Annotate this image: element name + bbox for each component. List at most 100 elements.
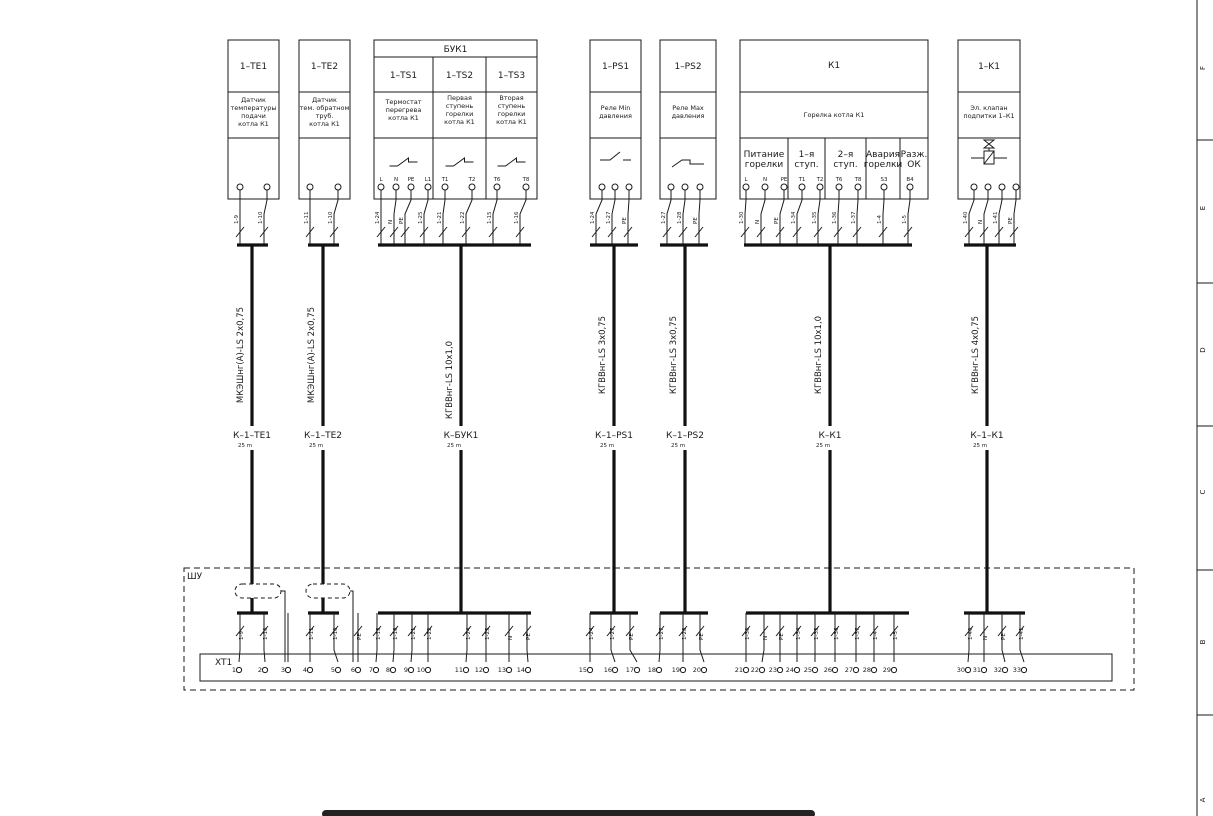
cable-length: 25 m <box>973 443 987 449</box>
xt-terminal <box>424 666 432 674</box>
terminal-wire <box>392 613 395 663</box>
xt-wire-label: N <box>983 636 989 640</box>
device-terminal <box>493 183 501 191</box>
cable-length: 25 m <box>238 443 252 449</box>
device-wire <box>682 190 686 245</box>
device-terminal <box>854 183 862 191</box>
device-desc-line: подпитки 1–К1 <box>963 112 1014 120</box>
xt-terminal-number: 28 <box>863 666 871 674</box>
grid-letter: D <box>1199 347 1207 352</box>
wire-label: N <box>388 220 394 224</box>
wire-slash <box>979 625 989 637</box>
wire-slash <box>623 226 633 238</box>
xt-terminal <box>284 666 292 674</box>
wire-label: 1-40 <box>963 211 969 224</box>
device-wire <box>595 190 603 245</box>
xt-wire-label: 1-10 <box>333 627 339 640</box>
device-wire <box>856 190 859 245</box>
xt-wire-label: 1-24 <box>466 627 472 640</box>
xt-terminal-number: 5 <box>331 666 335 674</box>
xt-terminal <box>505 666 513 674</box>
pin-label: T8 <box>854 177 862 183</box>
device-wire <box>423 190 429 245</box>
shield-ground-wire <box>350 590 354 662</box>
xt-wire-label: 1-36 <box>834 627 840 640</box>
sub-device-desc-line: ступень <box>446 102 474 110</box>
device-terminal <box>984 183 992 191</box>
sub-device-desc-line: ОК <box>907 160 921 170</box>
wire-slash <box>607 226 617 238</box>
device-title: К1 <box>828 61 840 71</box>
xt-terminal <box>776 666 784 674</box>
xt-terminal <box>758 666 766 674</box>
horizontal-scrollbar[interactable] <box>322 810 815 816</box>
wire-slash <box>775 625 785 637</box>
wire-slash <box>1015 625 1025 637</box>
device-box <box>659 39 717 200</box>
wire-slash <box>591 226 601 238</box>
wire-slash <box>694 226 704 238</box>
xt-terminal-number: 22 <box>751 666 759 674</box>
terminal-wire <box>1001 613 1006 663</box>
device-desc-line: температуры <box>231 104 277 112</box>
xt-wire-label: 1-15 <box>376 627 382 640</box>
device-terminal <box>598 183 606 191</box>
terminal-wire <box>375 613 378 663</box>
device-terminal <box>761 183 769 191</box>
valve-symbol <box>982 139 996 149</box>
device-desc-line: котла К1 <box>309 120 340 128</box>
xt-terminal <box>655 666 663 674</box>
wire-slash <box>329 226 339 238</box>
pin-label: T2 <box>816 177 824 183</box>
pin-label: L <box>379 177 383 183</box>
wire-slash <box>756 226 766 238</box>
xt-terminal <box>700 666 708 674</box>
wire-label: 1-27 <box>606 211 612 224</box>
wire-slash <box>997 625 1007 637</box>
panel-frame <box>183 567 1135 691</box>
pin-label: L <box>744 177 748 183</box>
pin-label: T2 <box>468 177 476 183</box>
sub-device-desc-line: котла К1 <box>444 118 475 126</box>
wire-label: 1-16 <box>514 211 520 224</box>
xt-terminal-number: 29 <box>883 666 891 674</box>
device-terminal <box>611 183 619 191</box>
pin-label: N <box>394 177 398 183</box>
wire-slash <box>964 625 974 637</box>
wire-slash <box>461 226 471 238</box>
wire-slash <box>376 226 386 238</box>
sub-device-title: 1–TS1 <box>390 71 417 81</box>
sub-device-desc-line: ступ. <box>833 160 857 170</box>
terminal-wire <box>333 613 339 663</box>
wire-slash <box>740 226 750 238</box>
xt-terminal-number: 2 <box>258 666 262 674</box>
xt-terminal <box>870 666 878 674</box>
sub-device-desc-line: 1–я <box>799 150 815 160</box>
device-header: Горелка котла К1 <box>804 111 865 119</box>
cable-shield-symbol <box>305 583 351 599</box>
wire-label: PE <box>622 217 628 224</box>
xt-wire-label: 1-41 <box>1019 628 1025 640</box>
xt-wire-label: 1-16 <box>393 627 399 640</box>
pin-label: T1 <box>798 177 806 183</box>
wire-slash <box>419 226 429 238</box>
device-desc-line: Датчик <box>241 96 266 104</box>
device-desc-line: Реле Max <box>672 104 704 112</box>
xt-terminal-number: 7 <box>369 666 373 674</box>
wire-slash <box>889 625 899 637</box>
device-terminal <box>667 183 675 191</box>
wire-label: PE <box>399 217 405 224</box>
cable-tag: К–1–PS2 <box>666 431 704 441</box>
device-terminal <box>970 183 978 191</box>
cable-shield-symbol <box>234 583 282 599</box>
xt-terminal-number: 33 <box>1013 666 1021 674</box>
device-wire <box>627 190 630 245</box>
xt-wire-label: 1-27 <box>610 627 616 640</box>
cable-tag: К–1–К1 <box>970 431 1003 441</box>
device-desc-line: давления <box>672 112 705 120</box>
